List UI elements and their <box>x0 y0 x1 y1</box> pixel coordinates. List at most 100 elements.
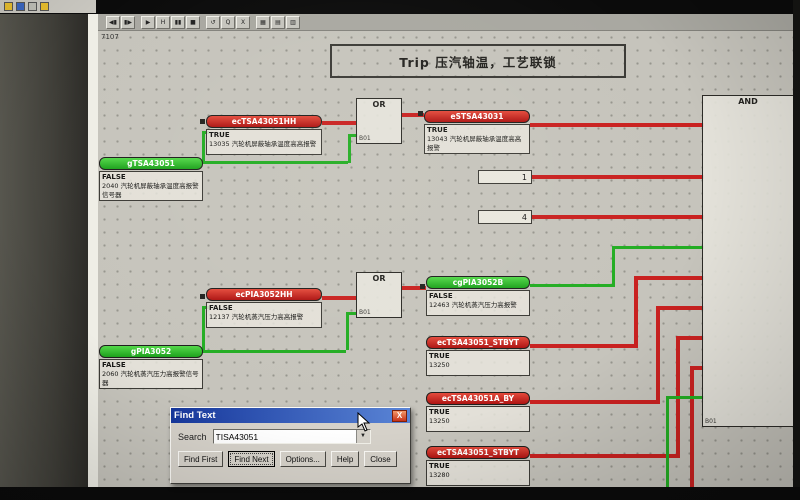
next-sheet-button[interactable]: ▮▶ <box>121 15 135 29</box>
wire-segment <box>348 134 358 137</box>
app-icon[interactable] <box>40 2 49 11</box>
gate-label: AND <box>738 97 758 106</box>
close-icon[interactable]: X <box>392 409 407 422</box>
and-gate[interactable]: AND B01 <box>702 95 794 427</box>
toolbar: ◀▮ ▮▶ ▶ H ▮▮ ■ ↺ Q X ▦ ▤ ▥ <box>98 14 793 31</box>
search-label: Search <box>178 431 207 442</box>
block-desc: 13035 汽轮机屏蔽轴承温度高高报警 <box>209 140 317 149</box>
wire-segment <box>530 344 638 348</box>
constant-value-2[interactable]: 4 <box>478 210 532 224</box>
view-grid-button-3[interactable]: ▥ <box>286 15 300 29</box>
app-icon[interactable] <box>16 2 25 11</box>
window-top-band <box>0 0 800 14</box>
find-next-button[interactable]: Find Next <box>228 451 275 467</box>
stop-button[interactable]: ■ <box>186 15 200 29</box>
block-state: FALSE <box>102 361 126 369</box>
wire-segment <box>402 113 424 117</box>
wire-segment <box>666 396 669 487</box>
find-first-button[interactable]: Find First <box>178 451 224 467</box>
view-grid-button-2[interactable]: ▤ <box>271 15 285 29</box>
block-tag: ecTSA43051_STBYT <box>426 446 530 459</box>
help-button[interactable]: Help <box>330 451 360 467</box>
wire-segment <box>202 131 205 163</box>
wire-segment <box>348 134 351 163</box>
wire-segment <box>530 400 660 404</box>
block-ecTSA43051A_BY[interactable]: ecTSA43051A_BY TRUE 13250 <box>426 392 530 432</box>
prev-sheet-button[interactable]: ◀▮ <box>106 15 120 29</box>
block-state: TRUE <box>209 131 230 139</box>
refresh-button[interactable]: ↺ <box>206 15 220 29</box>
options-button[interactable]: Options... <box>279 451 326 467</box>
block-tag: gTSA43051 <box>99 157 203 170</box>
wire-segment <box>200 350 346 353</box>
block-state: TRUE <box>427 126 448 134</box>
app-icon[interactable] <box>28 2 37 11</box>
wire-segment <box>322 121 356 125</box>
gate-tag: B01 <box>359 135 371 142</box>
block-state: FALSE <box>429 292 453 300</box>
wire-segment <box>402 286 426 290</box>
block-ecTSA43051HH[interactable]: ecTSA43051HH TRUE 13035 汽轮机屏蔽轴承温度高高报警 <box>206 115 322 155</box>
block-desc: 2040 汽轮机屏蔽轴承温度高报警信号器 <box>102 182 199 199</box>
block-cgPIA3052B[interactable]: cgPIA3052B FALSE 12463 汽轮机蒸汽压力高报警 <box>426 276 530 316</box>
gate-tag: B01 <box>359 309 371 316</box>
wire-segment <box>530 454 680 458</box>
wire-segment <box>666 396 704 399</box>
wire-segment <box>690 366 694 487</box>
wire-segment <box>612 246 615 287</box>
gate-label: OR <box>372 100 386 109</box>
wire-segment <box>612 246 704 249</box>
block-desc: 13250 <box>429 361 450 370</box>
drawing-title: Trip 压汽轴温，工艺联锁 <box>399 54 557 70</box>
close-button[interactable]: Close <box>364 451 397 467</box>
gate-tag: B01 <box>705 418 717 425</box>
wire-segment <box>202 306 205 350</box>
wire-segment <box>656 306 704 310</box>
monitor-bezel <box>0 14 88 487</box>
block-gTSA43051[interactable]: gTSA43051 FALSE 2040 汽轮机屏蔽轴承温度高报警信号器 <box>99 157 203 201</box>
block-state: TRUE <box>429 352 450 360</box>
close-view-button[interactable]: X <box>236 15 250 29</box>
block-tag: eSTSA43031 <box>424 110 530 123</box>
view-grid-button-1[interactable]: ▦ <box>256 15 270 29</box>
dialog-titlebar[interactable]: Find Text X <box>171 408 410 423</box>
block-desc: 13043 汽轮机屏蔽轴承温度高高报警 <box>427 135 522 152</box>
pause-button[interactable]: ▮▮ <box>171 15 185 29</box>
wire-segment <box>322 296 356 300</box>
mouse-cursor <box>357 411 371 436</box>
input-pin <box>420 284 425 289</box>
gate-label: OR <box>372 274 386 283</box>
block-desc: 12463 汽轮机蒸汽压力高报警 <box>429 301 517 310</box>
wire-segment <box>202 306 209 309</box>
block-tag: cgPIA3052B <box>426 276 530 289</box>
input-pin <box>200 119 205 124</box>
wire-segment <box>202 131 209 134</box>
wire-segment <box>346 312 349 350</box>
wire-segment <box>676 336 704 340</box>
app-icon[interactable] <box>4 2 13 11</box>
wire-segment <box>200 161 348 164</box>
window-left-edge <box>88 14 98 487</box>
hold-button[interactable]: H <box>156 15 170 29</box>
search-combobox: ▼ <box>212 429 371 444</box>
block-ecTSA43051_STBYT-1[interactable]: ecTSA43051_STBYT TRUE 13250 <box>426 336 530 376</box>
search-input[interactable] <box>213 430 356 443</box>
block-ecTSA43051_STBYT-2[interactable]: ecTSA43051_STBYT TRUE 13280 <box>426 446 530 486</box>
wire-segment <box>346 312 356 315</box>
input-pin <box>418 111 423 116</box>
wire-segment <box>532 175 704 179</box>
block-gPIA3052[interactable]: gPIA3052 FALSE 2060 汽轮机蒸汽压力高报警信号器 <box>99 345 203 389</box>
block-state: TRUE <box>429 462 450 470</box>
drawing-title-box: Trip 压汽轴温，工艺联锁 <box>330 44 626 78</box>
run-button[interactable]: ▶ <box>141 15 155 29</box>
wire-segment <box>634 276 704 280</box>
wire-segment <box>532 215 704 219</box>
chevron-down-icon[interactable]: ▼ <box>355 430 370 443</box>
block-eSTSA43031[interactable]: eSTSA43031 TRUE 13043 汽轮机屏蔽轴承温度高高报警 <box>424 110 530 154</box>
constant-value-1[interactable]: 1 <box>478 170 532 184</box>
or-gate-1[interactable]: OR B01 <box>356 98 402 144</box>
block-ecPIA3052HH[interactable]: ecPIA3052HH FALSE 12137 汽轮机蒸汽压力高高报警 <box>206 288 322 328</box>
or-gate-2[interactable]: OR B01 <box>356 272 402 318</box>
zoom-button[interactable]: Q <box>221 15 235 29</box>
